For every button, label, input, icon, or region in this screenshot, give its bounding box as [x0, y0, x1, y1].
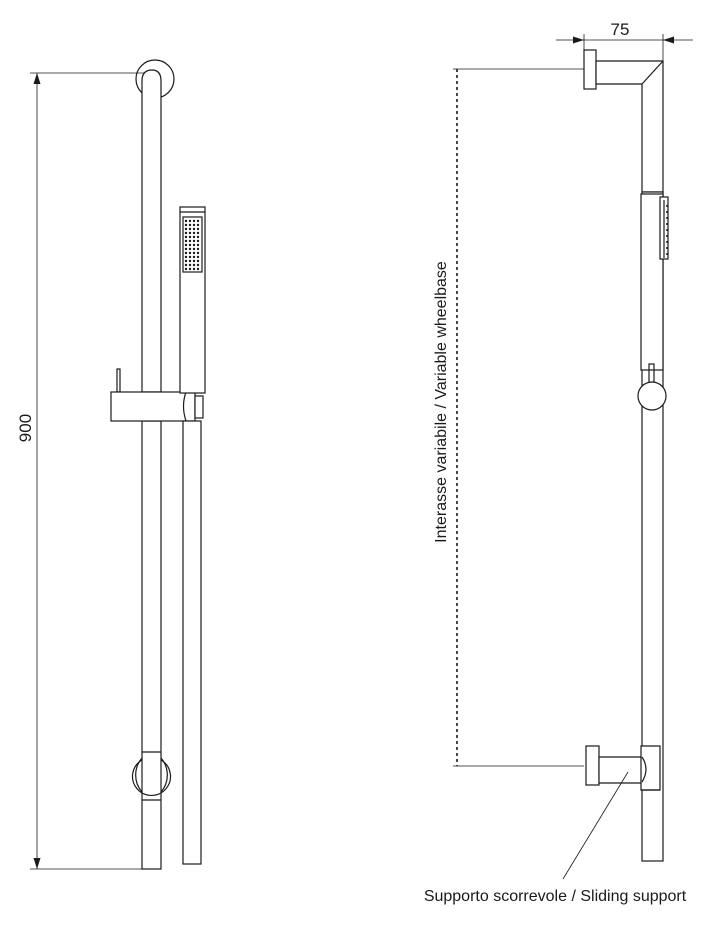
- arrow-right-icon: [573, 36, 584, 44]
- hand-shower-side: [640, 193, 669, 371]
- arrow-down-icon: [33, 858, 41, 869]
- shower-hose: [182, 420, 202, 865]
- spray-nozzles: [184, 219, 200, 271]
- sliding-support-label: Supporto scorrevole / Sliding support: [424, 888, 687, 905]
- wheelbase-label: Interasse variabile / Variable wheelbase: [433, 261, 450, 543]
- wheelbase-dimension: Interasse variabile / Variable wheelbase: [433, 68, 584, 767]
- sliding-holder-side: [637, 363, 667, 411]
- sliding-support-leader: [562, 771, 629, 880]
- hand-shower: [179, 206, 206, 394]
- arrow-up-icon: [33, 73, 41, 84]
- depth-dimension-label: 75: [611, 20, 630, 39]
- top-bracket-side: [583, 49, 664, 193]
- height-dimension: 900: [16, 72, 145, 870]
- slide-rail: [141, 69, 162, 870]
- bottom-wall-bracket: [131, 751, 172, 801]
- depth-dimension: 75: [556, 20, 693, 62]
- height-dimension-label: 900: [16, 414, 35, 442]
- sliding-support: [585, 745, 661, 791]
- side-view: 75 Interasse variabile / Variable wheelb…: [424, 20, 693, 905]
- sliding-holder: [110, 368, 204, 422]
- front-view: 900: [16, 59, 206, 870]
- arrow-left-icon: [663, 36, 674, 44]
